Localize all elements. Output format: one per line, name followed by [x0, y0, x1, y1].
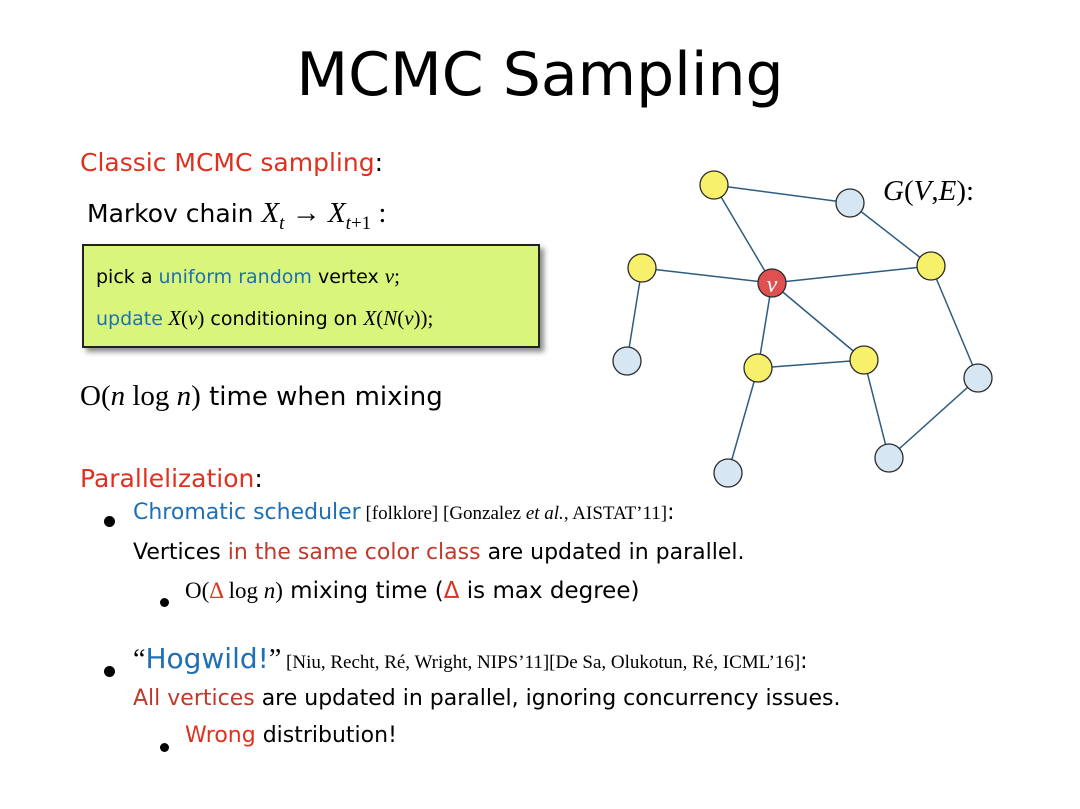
time-text: time when mixing [200, 382, 443, 412]
bullet-icon [160, 733, 169, 757]
classic-heading: Classic MCMC sampling: [80, 148, 383, 177]
parallelization-colon: : [254, 464, 263, 493]
classic-heading-colon: : [374, 148, 384, 177]
chromatic-scheduler-line: Chromatic scheduler [folklore] [Gonzalez… [133, 500, 675, 525]
conditioning-text: conditioning on [204, 308, 364, 330]
time-complexity: O(n log n) time when mixing [80, 380, 443, 413]
markov-math: Xt → Xt+1 : [261, 197, 387, 234]
graph-diagram: v G(V,E): [612, 170, 993, 488]
vertex-blue [874, 443, 904, 473]
parallelization-heading: Parallelization: [80, 464, 263, 493]
mixing-time-line: O(Δ log n) mixing time (Δ is max degree) [185, 578, 639, 604]
semicolon: ; [427, 306, 434, 330]
text: are updated in parallel, ignoring concur… [254, 686, 841, 711]
text: is max degree) [459, 578, 640, 604]
vertex-var: v [384, 264, 395, 288]
slide-title: MCMC Sampling [296, 40, 784, 110]
vertex-yellow [699, 170, 729, 200]
wrong-distribution-line: Wrong distribution! [185, 723, 397, 748]
vertex-center-red [757, 268, 787, 298]
graph-edges [626, 184, 979, 474]
xnv-math: X(N(v)) [363, 306, 428, 330]
wrong-text: Wrong [185, 723, 256, 748]
bullet-icon [104, 508, 115, 532]
vertex-blue [713, 458, 743, 488]
algorithm-box: pick a uniform random vertex v; update X… [82, 244, 540, 348]
chromatic-scheduler-name: Chromatic scheduler [133, 500, 361, 525]
quote-open: “ [133, 644, 146, 675]
vertex-text: vertex [311, 266, 385, 288]
vertex-yellow [627, 253, 657, 283]
chromatic-citation: [folklore] [Gonzalez et al., AISTAT’11] [360, 503, 668, 524]
parallelization-label: Parallelization [80, 464, 255, 493]
algorithm-step-update: update X(v) conditioning on X(N(v)); [96, 306, 433, 331]
delta-symbol: Δ [443, 578, 460, 604]
markov-chain-line: Markov chain Xt → Xt+1 : [87, 197, 386, 235]
vertex-yellow [743, 353, 773, 383]
vertex-yellow [916, 251, 946, 281]
markov-label: Markov chain [87, 199, 262, 228]
colon: : [800, 649, 808, 674]
vertex-blue [835, 188, 865, 218]
bullet-icon [160, 588, 169, 612]
hogwild-line: “Hogwild!” [Niu, Recht, Ré, Wright, NIPS… [133, 642, 808, 676]
vertex-blue [612, 346, 642, 376]
semicolon: ; [394, 264, 400, 288]
vertex-blue [963, 363, 993, 393]
classic-heading-label: Classic MCMC sampling [80, 148, 375, 177]
xv-math: X(v) [168, 306, 205, 330]
graph-label: G(V,E): [883, 175, 974, 207]
algorithm-step-pick: pick a uniform random vertex v; [96, 264, 400, 289]
text: Vertices [133, 540, 228, 565]
pick-text: pick a [96, 266, 159, 288]
all-vertices-text: All vertices [133, 686, 255, 711]
mixing-math: O(Δ log n) [185, 578, 283, 603]
colon: : [667, 500, 675, 525]
same-color-class-text: in the same color class [227, 540, 481, 565]
center-vertex-label: v [767, 272, 778, 298]
bullet-icon [104, 658, 115, 682]
text: mixing time ( [282, 578, 444, 604]
quote-close: ” [268, 644, 282, 675]
uniform-random-text: uniform random [158, 266, 312, 288]
update-text: update [96, 308, 163, 330]
text: are updated in parallel. [480, 540, 745, 565]
chromatic-description: Vertices in the same color class are upd… [133, 540, 745, 565]
text: distribution! [255, 723, 397, 748]
vertex-yellow [849, 345, 879, 375]
hogwild-citation: [Niu, Recht, Ré, Wright, NIPS’11][De Sa,… [281, 652, 801, 673]
hogwild-name: Hogwild! [145, 642, 269, 675]
time-math: O(n log n) [80, 380, 201, 412]
hogwild-description: All vertices are updated in parallel, ig… [133, 686, 840, 711]
